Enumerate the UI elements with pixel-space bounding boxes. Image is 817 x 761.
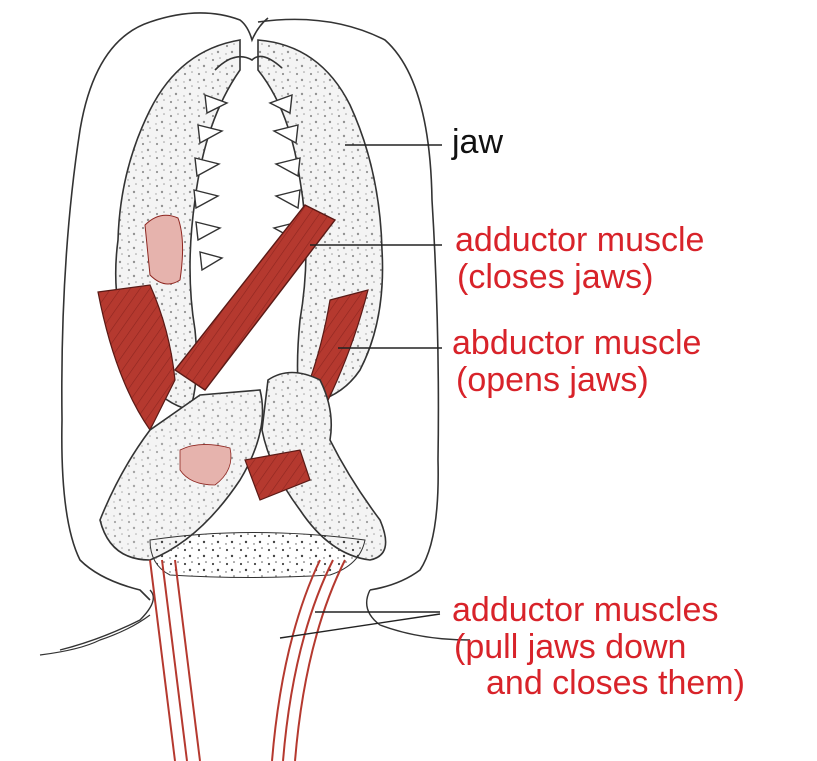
right-long-muscle-strands [272, 560, 345, 761]
label-adductor-muscles: adductor muscles (pull jaws down and clo… [452, 592, 745, 702]
label-jaw: jaw [452, 124, 503, 161]
neck-band [150, 533, 365, 578]
body-outline-left-wave [40, 615, 150, 655]
pale-muscle-patch [145, 215, 183, 284]
label-abductor-muscle: abductor muscle (opens jaws) [452, 325, 701, 398]
label-adductor-muscle: adductor muscle (closes jaws) [455, 222, 704, 295]
body-outline [60, 590, 470, 650]
left-long-muscle-strands [150, 560, 200, 761]
head-outline-top [150, 13, 268, 40]
